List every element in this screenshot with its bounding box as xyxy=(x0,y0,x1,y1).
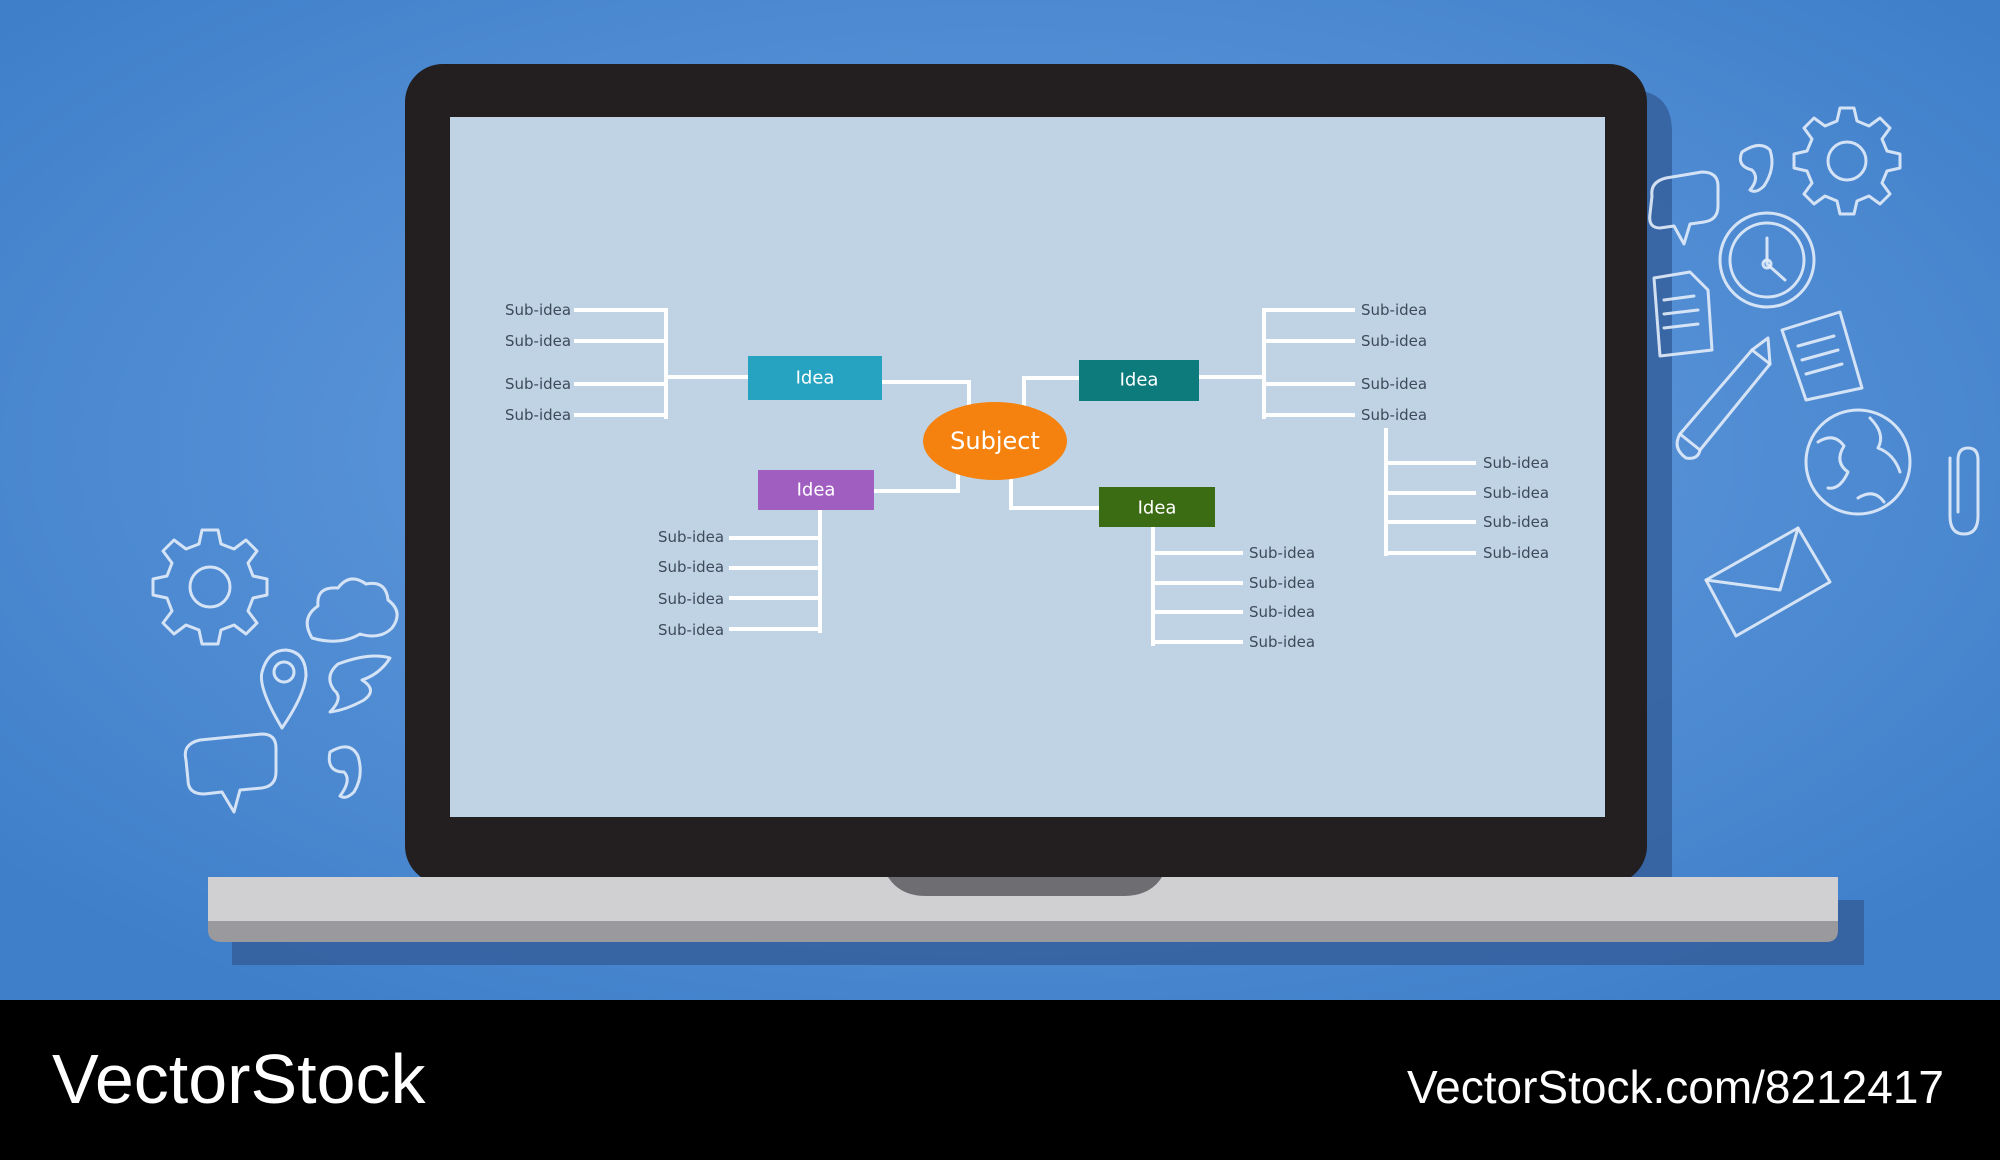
idea-node-bottom-left: Idea xyxy=(758,470,874,510)
sub-idea-label: Sub-idea xyxy=(1483,484,1549,502)
sub-idea-label: Sub-idea xyxy=(1361,301,1427,319)
sub-idea-label: Sub-idea xyxy=(1483,513,1549,531)
sub-idea-label: Sub-idea xyxy=(1249,544,1315,562)
sub-idea-label: Sub-idea xyxy=(505,375,571,393)
idea-node-bottom-right: Idea xyxy=(1099,487,1215,527)
sub-ideas-top-right: Sub-idea Sub-idea Sub-idea Sub-idea xyxy=(1361,301,1427,424)
idea-node-top-right: Idea xyxy=(1079,360,1199,401)
trackpad-notch xyxy=(888,877,1162,896)
subject-label: Subject xyxy=(950,427,1040,455)
sub-idea-label: Sub-idea xyxy=(1361,406,1427,424)
speech-bubble-icon xyxy=(1648,170,1720,246)
right-doodles xyxy=(1648,106,1980,638)
sub-ideas-bottom-left: Sub-idea Sub-idea Sub-idea Sub-idea xyxy=(658,528,724,639)
pencil-icon xyxy=(1675,336,1772,460)
sub-idea-label: Sub-idea xyxy=(658,558,724,576)
globe-icon xyxy=(1804,408,1912,516)
gear-icon xyxy=(151,528,269,646)
subject-ellipse xyxy=(923,402,1067,480)
quote-icon xyxy=(1738,144,1774,193)
idea-box xyxy=(758,470,874,510)
gear-icon xyxy=(1792,106,1902,216)
idea-box xyxy=(1079,360,1199,401)
sub-idea-label: Sub-idea xyxy=(658,528,724,546)
mindmap-connectors xyxy=(574,308,1476,646)
idea-label: Idea xyxy=(797,480,836,501)
footer-bar xyxy=(0,1000,2000,1160)
sub-idea-label: Sub-idea xyxy=(505,406,571,424)
idea-node-top-left: Idea xyxy=(748,356,882,400)
sub-ideas-right-second: Sub-idea Sub-idea Sub-idea Sub-idea xyxy=(1483,454,1549,562)
idea-label: Idea xyxy=(796,368,835,389)
quote-icon xyxy=(328,654,392,714)
idea-label: Idea xyxy=(1120,370,1159,391)
left-doodles xyxy=(151,528,399,814)
sub-idea-label: Sub-idea xyxy=(1249,603,1315,621)
sub-idea-label: Sub-idea xyxy=(1249,574,1315,592)
clock-icon xyxy=(1718,211,1816,309)
document-icon xyxy=(1780,310,1864,402)
idea-box xyxy=(748,356,882,400)
laptop-base-lip xyxy=(208,921,1838,942)
quote-icon xyxy=(327,745,362,799)
sub-idea-label: Sub-idea xyxy=(1483,454,1549,472)
paperclip-icon xyxy=(1948,446,1980,536)
sub-idea-label: Sub-idea xyxy=(505,301,571,319)
sub-idea-label: Sub-idea xyxy=(1483,544,1549,562)
brand-logo-text: VectorStock xyxy=(52,1040,427,1118)
sub-idea-label: Sub-idea xyxy=(658,590,724,608)
sub-ideas-bottom-right: Sub-idea Sub-idea Sub-idea Sub-idea xyxy=(1249,544,1315,651)
subject-node: Subject xyxy=(923,402,1067,480)
sub-idea-label: Sub-idea xyxy=(1249,633,1315,651)
envelope-icon xyxy=(1704,526,1832,638)
cloud-icon xyxy=(305,577,399,643)
map-pin-icon xyxy=(259,648,308,730)
sub-idea-label: Sub-idea xyxy=(1361,332,1427,350)
idea-label: Idea xyxy=(1138,498,1177,519)
sub-idea-label: Sub-idea xyxy=(1361,375,1427,393)
idea-box xyxy=(1099,487,1215,527)
document-icon xyxy=(1652,270,1714,358)
sub-idea-label: Sub-idea xyxy=(505,332,571,350)
sub-ideas-top-left: Sub-idea Sub-idea Sub-idea Sub-idea xyxy=(505,301,571,424)
footer-url: VectorStock.com/8212417 xyxy=(1407,1061,1944,1113)
speech-bubble-icon xyxy=(183,732,278,814)
sub-idea-label: Sub-idea xyxy=(658,621,724,639)
